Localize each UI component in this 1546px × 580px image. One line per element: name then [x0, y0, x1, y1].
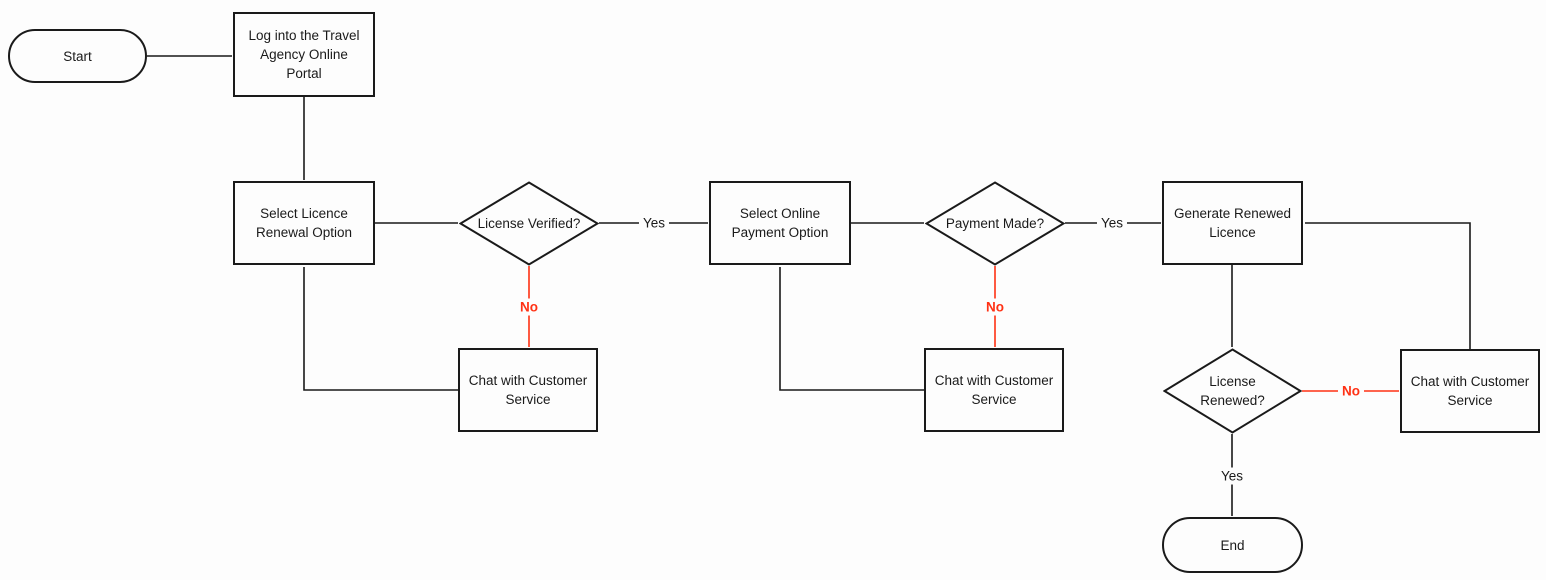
node-chat-customer-service-2-label: Chat with Customer Service	[934, 373, 1054, 407]
node-start-label: Start	[63, 48, 92, 64]
diamond-icon	[925, 181, 1065, 266]
node-license-renewed-label: License Renewed?	[1200, 374, 1265, 408]
node-select-online-payment: Select Online Payment Option	[709, 181, 851, 265]
node-start: Start	[8, 29, 147, 83]
node-payment-made-decision: Payment Made?	[925, 181, 1065, 266]
edge-label-license-renewed-no: No	[1338, 382, 1364, 400]
edge-chat-1-back-to-select-licence	[303, 267, 458, 391]
node-end-label: End	[1220, 537, 1245, 553]
node-license-renewed-decision: License Renewed?	[1163, 348, 1302, 434]
edge-label-license-renewed-yes: Yes	[1216, 467, 1248, 485]
edge-chat-3-back-to-generate	[1305, 222, 1471, 349]
node-chat-customer-service-3: Chat with Customer Service	[1400, 349, 1540, 433]
node-select-licence-renewal-label: Select Licence Renewal Option	[255, 206, 353, 240]
node-generate-renewed-licence-label: Generate Renewed Licence	[1173, 206, 1292, 240]
node-end: End	[1162, 517, 1303, 573]
node-login-portal: Log into the Travel Agency Online Portal	[233, 12, 375, 97]
node-chat-customer-service-3-label: Chat with Customer Service	[1410, 374, 1530, 408]
node-chat-customer-service-1: Chat with Customer Service	[458, 348, 598, 432]
diamond-icon	[459, 181, 599, 266]
node-login-portal-label: Log into the Travel Agency Online Portal	[248, 28, 360, 81]
edge-label-payment-made-yes: Yes	[1096, 214, 1128, 232]
edge-label-license-verified-yes: Yes	[638, 214, 670, 232]
node-chat-customer-service-2: Chat with Customer Service	[924, 348, 1064, 432]
node-payment-made-label: Payment Made?	[945, 216, 1045, 231]
node-select-licence-renewal: Select Licence Renewal Option	[233, 181, 375, 265]
edge-chat-2-back-to-select-payment	[779, 267, 924, 391]
node-license-verified-decision: License Verified?	[459, 181, 599, 266]
edge-label-payment-made-no: No	[982, 298, 1008, 316]
diamond-icon	[1163, 348, 1302, 434]
node-chat-customer-service-1-label: Chat with Customer Service	[468, 373, 588, 407]
node-select-online-payment-label: Select Online Payment Option	[731, 206, 829, 240]
node-license-verified-label: License Verified?	[477, 216, 581, 231]
edge-label-license-verified-no: No	[516, 298, 542, 316]
node-generate-renewed-licence: Generate Renewed Licence	[1162, 181, 1303, 265]
